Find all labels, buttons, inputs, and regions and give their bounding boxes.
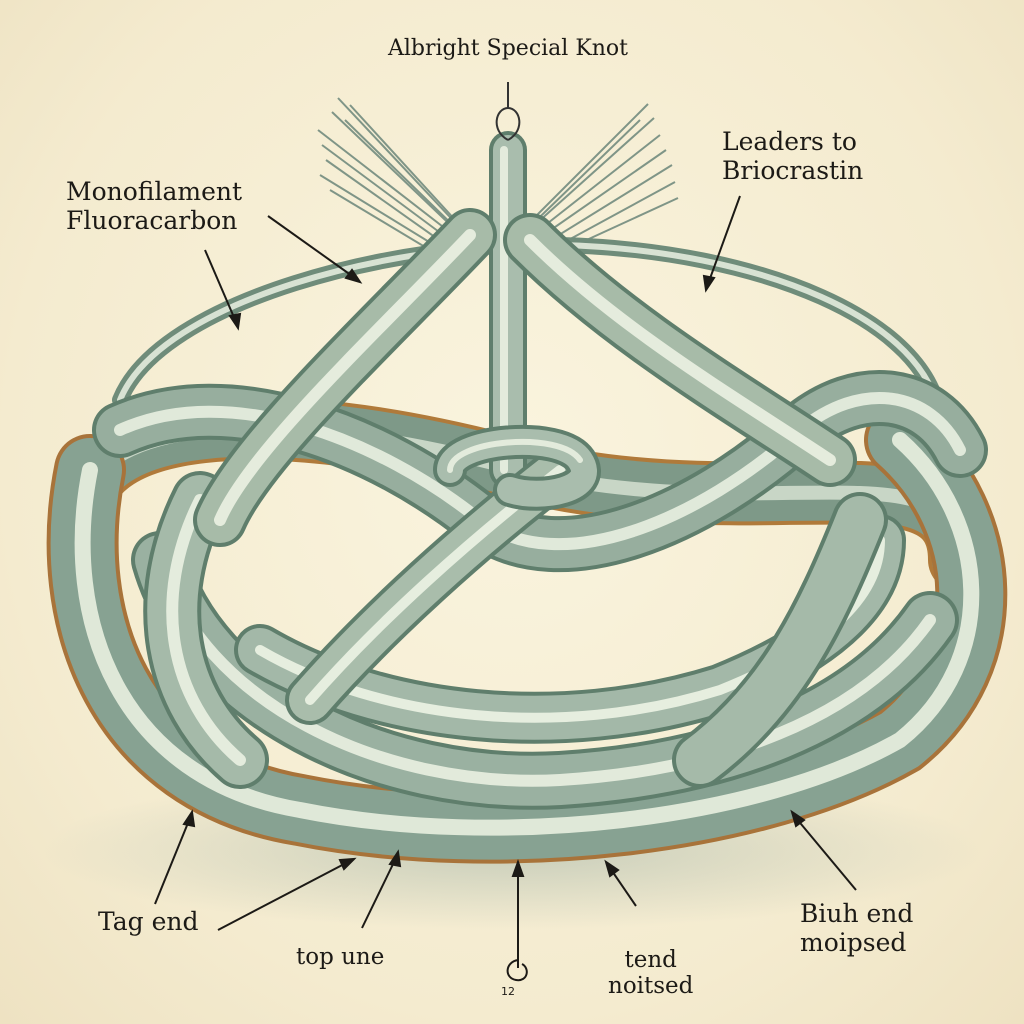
label-monofilament: Monofilament Fluoracarbon	[66, 177, 243, 236]
label-leaders-line1: Leaders to	[722, 127, 857, 156]
label-tend-line1: tend	[624, 947, 677, 973]
pointer-lines	[154, 195, 857, 968]
label-leaders: Leaders to Briocrastin	[722, 127, 864, 186]
label-tend-line2: noitsed	[608, 973, 694, 1000]
rope-wraps-main	[46, 370, 1008, 864]
diagram-title: Albright Special Knot	[388, 36, 629, 61]
label-biuh-end-line1: Biuh end	[800, 899, 914, 928]
hook-loop	[495, 82, 521, 141]
label-tag-end: Tag end	[98, 907, 199, 936]
label-monofilament-line2: Fluoracarbon	[66, 205, 238, 235]
label-biuh-end: Biuh end moipsed	[800, 899, 914, 958]
hook-icon	[506, 959, 528, 982]
label-small-number: 12	[501, 985, 515, 998]
label-biuh-end-line2: moipsed	[800, 927, 907, 957]
label-monofilament-line1: Monofilament	[66, 177, 243, 206]
central-standing-line	[489, 131, 527, 489]
label-leaders-line2: Briocrastin	[722, 155, 864, 185]
central-knot	[433, 424, 601, 511]
label-tend: tend noitsed	[608, 947, 693, 1000]
label-top-line: top une	[296, 944, 385, 970]
